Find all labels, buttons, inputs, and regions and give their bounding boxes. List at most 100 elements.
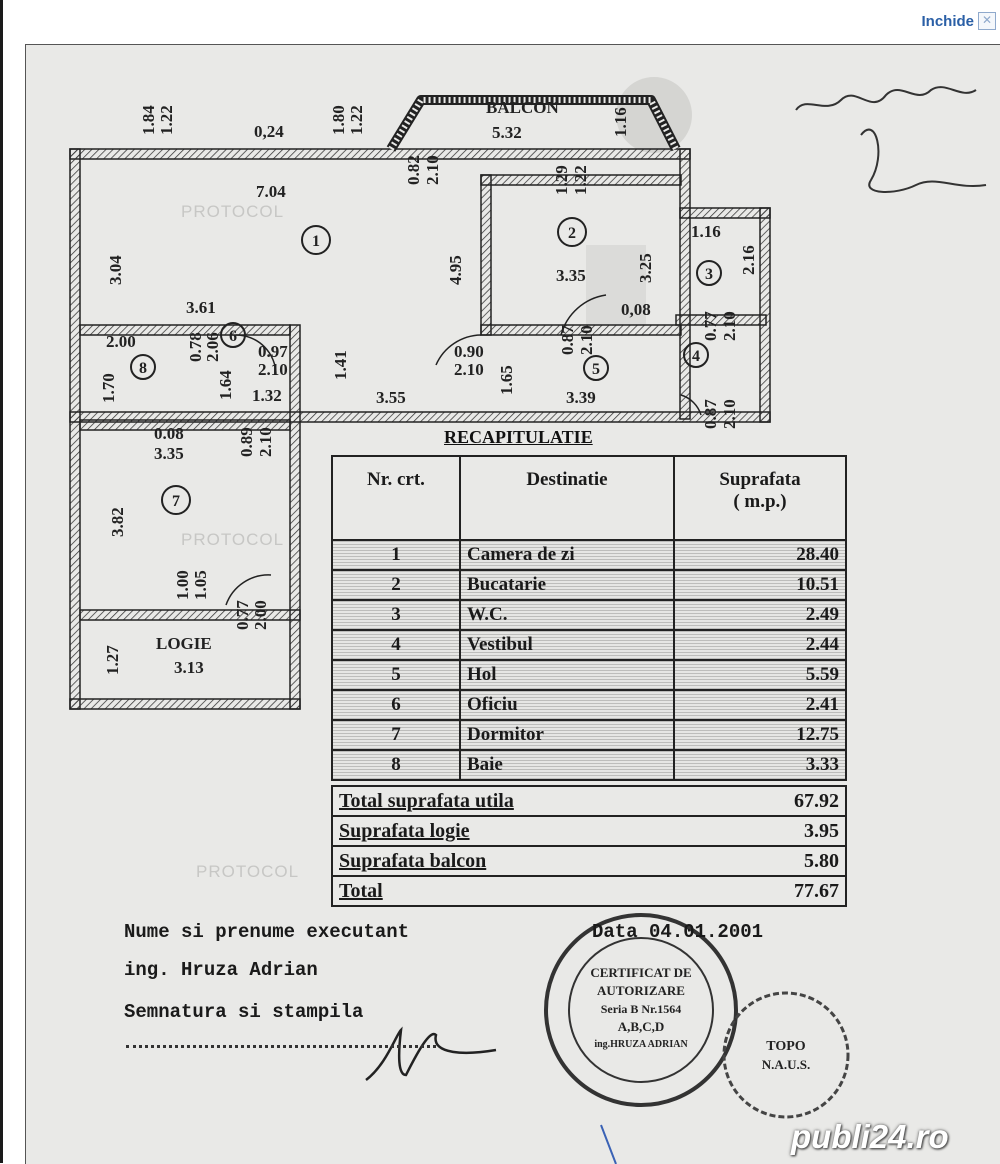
dimension: 1.27 xyxy=(103,645,122,675)
dimension: 0.77 xyxy=(233,600,252,630)
dimension: 2.10 xyxy=(720,311,739,341)
dimension: 7.04 xyxy=(256,182,286,201)
dimension: 1.80 xyxy=(329,105,348,135)
watermark-protocol: PROTOCOL xyxy=(181,202,284,221)
dimension: 1.05 xyxy=(191,570,210,600)
dimension: 1.65 xyxy=(497,365,516,395)
stamp-text: A,B,C,D xyxy=(618,1019,665,1034)
dimension: 1.41 xyxy=(331,350,350,380)
room-number: 5 xyxy=(592,361,600,378)
dimension: 2.06 xyxy=(203,332,222,362)
dimension: 1.22 xyxy=(157,105,176,135)
dimension: 0.08 xyxy=(154,424,184,443)
close-label[interactable]: Inchide xyxy=(921,12,974,30)
recap-title: RECAPITULATIE xyxy=(444,427,593,447)
dimension: 3.39 xyxy=(566,388,596,407)
dimension: 3.04 xyxy=(106,255,125,285)
floor-plan-drawing: PROTOCOL PROTOCOL PROTOCOL xyxy=(69,77,987,1164)
dimension: 2.10 xyxy=(423,155,442,185)
dimension: 2.10 xyxy=(720,399,739,429)
stamp-text: AUTORIZARE xyxy=(597,983,685,998)
col-header-surf: Suprafata( m.p.) xyxy=(672,455,848,541)
balcon-label: BALCON xyxy=(486,98,559,117)
logie-dim: 3.13 xyxy=(174,658,204,677)
dimension: 1.16 xyxy=(611,107,630,137)
balcon-dim: 5.32 xyxy=(492,123,522,142)
col-header-dest: Destinatie xyxy=(458,455,675,541)
stamp-text: ing.HRUZA ADRIAN xyxy=(594,1039,688,1050)
topo-stamp: TOPO N.A.U.S. xyxy=(722,991,850,1119)
dimension: 2.16 xyxy=(739,245,758,275)
dimension: 0.87 xyxy=(558,325,577,355)
executant-name: ing. Hruza Adrian xyxy=(124,959,318,981)
signature-label: Semnatura si stampila xyxy=(124,1001,364,1023)
dimension: 3.61 xyxy=(186,298,216,317)
close-button[interactable]: Inchide ✕ xyxy=(921,12,996,30)
room-number: 1 xyxy=(312,233,320,250)
dimension: 3.35 xyxy=(556,266,586,285)
publi24-watermark: publi24.ro xyxy=(791,1118,949,1155)
stamp-text: CERTIFICAT DE xyxy=(590,965,691,980)
dimension: 3.55 xyxy=(376,388,406,407)
watermark-protocol: PROTOCOL xyxy=(181,530,284,549)
dimension: 1.16 xyxy=(691,222,721,241)
room-number: 4 xyxy=(692,348,700,365)
authorization-stamp: CERTIFICAT DE AUTORIZARE Seria B Nr.1564… xyxy=(544,913,738,1107)
stamp-text: Seria B Nr.1564 xyxy=(601,1002,682,1016)
executant-name-label: Nume si prenume executant xyxy=(124,921,410,943)
dimension: 0.89 xyxy=(237,427,256,457)
room-number: 7 xyxy=(172,493,180,510)
dimension: 1.84 xyxy=(139,105,158,135)
dimension: 3.35 xyxy=(154,444,184,463)
dimension: 1.22 xyxy=(571,165,590,195)
dimension: 1.70 xyxy=(99,373,118,403)
viewer-header: Inchide ✕ xyxy=(0,0,1000,44)
dimension: 1.64 xyxy=(216,370,235,400)
col-header-nr: Nr. crt. xyxy=(331,455,461,541)
frame-border xyxy=(0,0,3,1163)
room-number: 2 xyxy=(568,225,576,242)
dimension: 2.00 xyxy=(106,332,136,351)
dimension: 0,08 xyxy=(621,300,651,319)
room-number: 3 xyxy=(705,266,713,283)
logie-label: LOGIE xyxy=(156,634,212,653)
close-icon[interactable]: ✕ xyxy=(978,12,996,30)
dimension: 1.29 xyxy=(552,165,571,195)
dimension: 3.25 xyxy=(636,253,655,283)
stamp-text: N.A.U.S. xyxy=(762,1057,810,1072)
dimension: 0,24 xyxy=(254,122,284,141)
dimension: 2.10 xyxy=(258,360,288,379)
dimension: 0.78 xyxy=(186,332,205,362)
dimension: 3.82 xyxy=(108,507,127,537)
floor-plan-image: PROTOCOL PROTOCOL PROTOCOL xyxy=(25,44,1000,1164)
signature-line xyxy=(126,1045,436,1048)
dimension: 0.87 xyxy=(701,399,720,429)
dimension: 0.90 xyxy=(454,342,484,361)
dimension: 2.10 xyxy=(577,325,596,355)
document-date: Data 04.01.2001 xyxy=(592,921,764,943)
dimension: 4.95 xyxy=(446,255,465,285)
watermark-protocol: PROTOCOL xyxy=(196,862,299,881)
dimension: 2.10 xyxy=(454,360,484,379)
stamp-text: TOPO xyxy=(766,1039,806,1054)
room-number: 8 xyxy=(139,360,147,377)
dimension: 2.10 xyxy=(256,427,275,457)
room-number: 6 xyxy=(229,328,237,345)
dimension: 0.77 xyxy=(701,311,720,341)
dimension: 2.00 xyxy=(251,600,270,630)
dimension: 0.82 xyxy=(404,155,423,185)
